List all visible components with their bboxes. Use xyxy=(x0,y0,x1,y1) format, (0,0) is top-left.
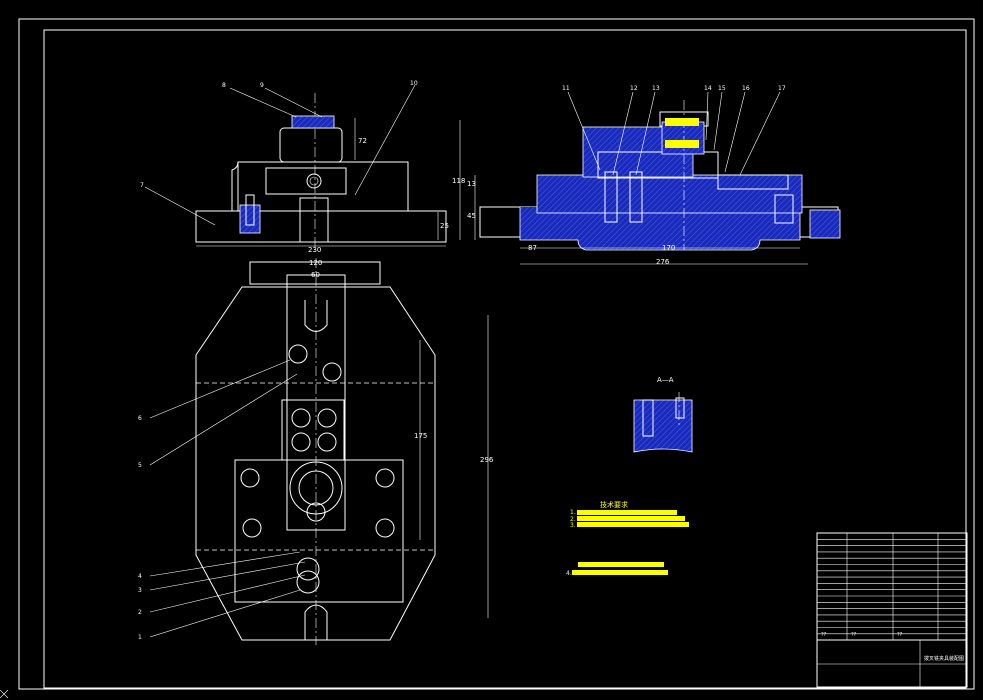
qq-2: ?? xyxy=(851,632,857,638)
dim-120: 120 xyxy=(309,259,322,267)
dim-13: 13 xyxy=(467,180,476,188)
dim-175: 175 xyxy=(414,432,427,440)
balloon-8: 8 xyxy=(222,82,226,89)
dim-230: 230 xyxy=(308,246,321,254)
title-block: ?? ?? ?? 拨叉铣夹具装配图 xyxy=(816,532,968,688)
technical-notes: 技术要求 1. 2. 3. 4. xyxy=(566,500,689,577)
inner-border xyxy=(43,29,967,689)
dim-60: 60 xyxy=(311,271,320,279)
balloon-16: 16 xyxy=(742,85,750,92)
front-view: 8 9 10 7 72 118 25 230 xyxy=(140,80,465,254)
dim-87: 87 xyxy=(528,244,537,252)
balloon-17: 17 xyxy=(778,85,786,92)
balloon-14: 14 xyxy=(704,85,712,92)
balloon-10: 10 xyxy=(410,80,418,87)
section-a-a: A—A xyxy=(633,376,693,453)
dim-118: 118 xyxy=(452,177,465,185)
qq-3: ?? xyxy=(897,632,903,638)
note-3: 3. xyxy=(570,522,576,529)
balloon-2: 2 xyxy=(138,609,142,616)
dim-276: 276 xyxy=(656,258,670,266)
balloon-15: 15 xyxy=(718,85,726,92)
outer-border xyxy=(18,18,975,690)
dim-296: 296 xyxy=(480,456,494,464)
dim-25: 25 xyxy=(440,222,449,230)
dim-170: 170 xyxy=(662,244,675,252)
note-1: 1. xyxy=(570,509,576,516)
notes-title: 技术要求 xyxy=(600,500,628,509)
balloon-1: 1 xyxy=(138,634,142,641)
balloon-5: 5 xyxy=(138,462,142,469)
note-4: 4. xyxy=(566,570,572,577)
section-label: A—A xyxy=(657,376,674,384)
balloon-12: 12 xyxy=(630,85,638,92)
drawing-name: 拨叉铣夹具装配图 xyxy=(924,655,964,662)
balloon-11: 11 xyxy=(562,85,570,92)
balloon-6: 6 xyxy=(138,415,142,422)
qq-1: ?? xyxy=(821,632,827,638)
balloon-13: 13 xyxy=(652,85,660,92)
side-view: 11 12 13 14 15 16 17 13 45 87 170 276 xyxy=(467,85,841,266)
top-view: 6 5 4 3 2 1 120 60 175 296 xyxy=(138,258,494,645)
dim-72: 72 xyxy=(358,137,367,145)
balloon-9: 9 xyxy=(260,82,264,89)
balloon-4: 4 xyxy=(138,573,142,580)
balloon-3: 3 xyxy=(138,587,142,594)
balloon-7: 7 xyxy=(140,182,144,189)
note-2: 2. xyxy=(570,516,576,523)
dim-45: 45 xyxy=(467,212,476,220)
